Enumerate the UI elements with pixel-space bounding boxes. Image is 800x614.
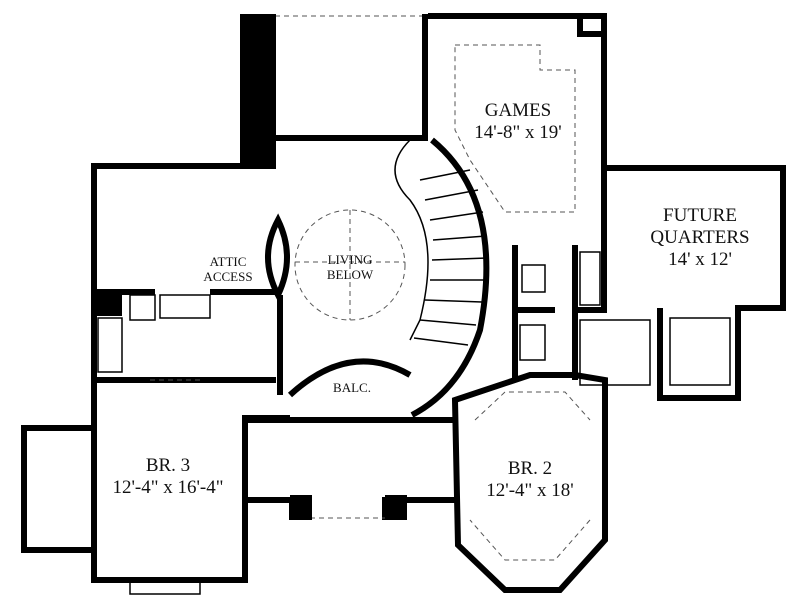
games-size: 14'-8" x 19': [474, 121, 562, 143]
living-below-line1: LIVING: [327, 252, 373, 267]
right-bath-walls: [512, 245, 731, 386]
br2-name: BR. 2: [507, 458, 553, 479]
top-center-room: [240, 14, 428, 164]
br3-name: BR. 3: [145, 455, 191, 476]
balcony-label: BALC.: [333, 380, 371, 395]
future-quarters-name-1: FUTURE: [663, 205, 737, 226]
br2-walls: [451, 372, 608, 593]
attic-room-walls: [91, 163, 278, 383]
living-below-area: [277, 209, 412, 398]
br3-label: BR. 3 12'-4" x 16'-4": [112, 455, 223, 499]
br3-size: 12'-4" x 16'-4": [112, 476, 224, 498]
attic-access-line1: ATTIC: [209, 254, 247, 269]
games-name: GAMES: [484, 100, 552, 121]
games-room-walls: [428, 13, 607, 213]
future-quarters-size: 14' x 12': [668, 248, 732, 270]
br2-size: 12'-4" x 18': [486, 479, 574, 501]
future-quarters-walls: [572, 165, 786, 401]
br2-label: BR. 2 12'-4" x 18': [486, 458, 573, 502]
center-bottom-area: [245, 417, 455, 520]
future-quarters-label: FUTURE QUARTERS 14' x 12': [650, 205, 749, 271]
curved-staircase: [394, 137, 490, 418]
future-quarters-name-2: QUARTERS: [650, 226, 750, 248]
living-below-line2: BELOW: [326, 266, 374, 282]
games-label: GAMES 14'-8" x 19': [474, 100, 561, 144]
attic-access-line2: ACCESS: [203, 268, 253, 284]
living-below-label: LIVING BELOW: [326, 252, 374, 283]
attic-access-label: ATTIC ACCESS: [203, 254, 253, 285]
